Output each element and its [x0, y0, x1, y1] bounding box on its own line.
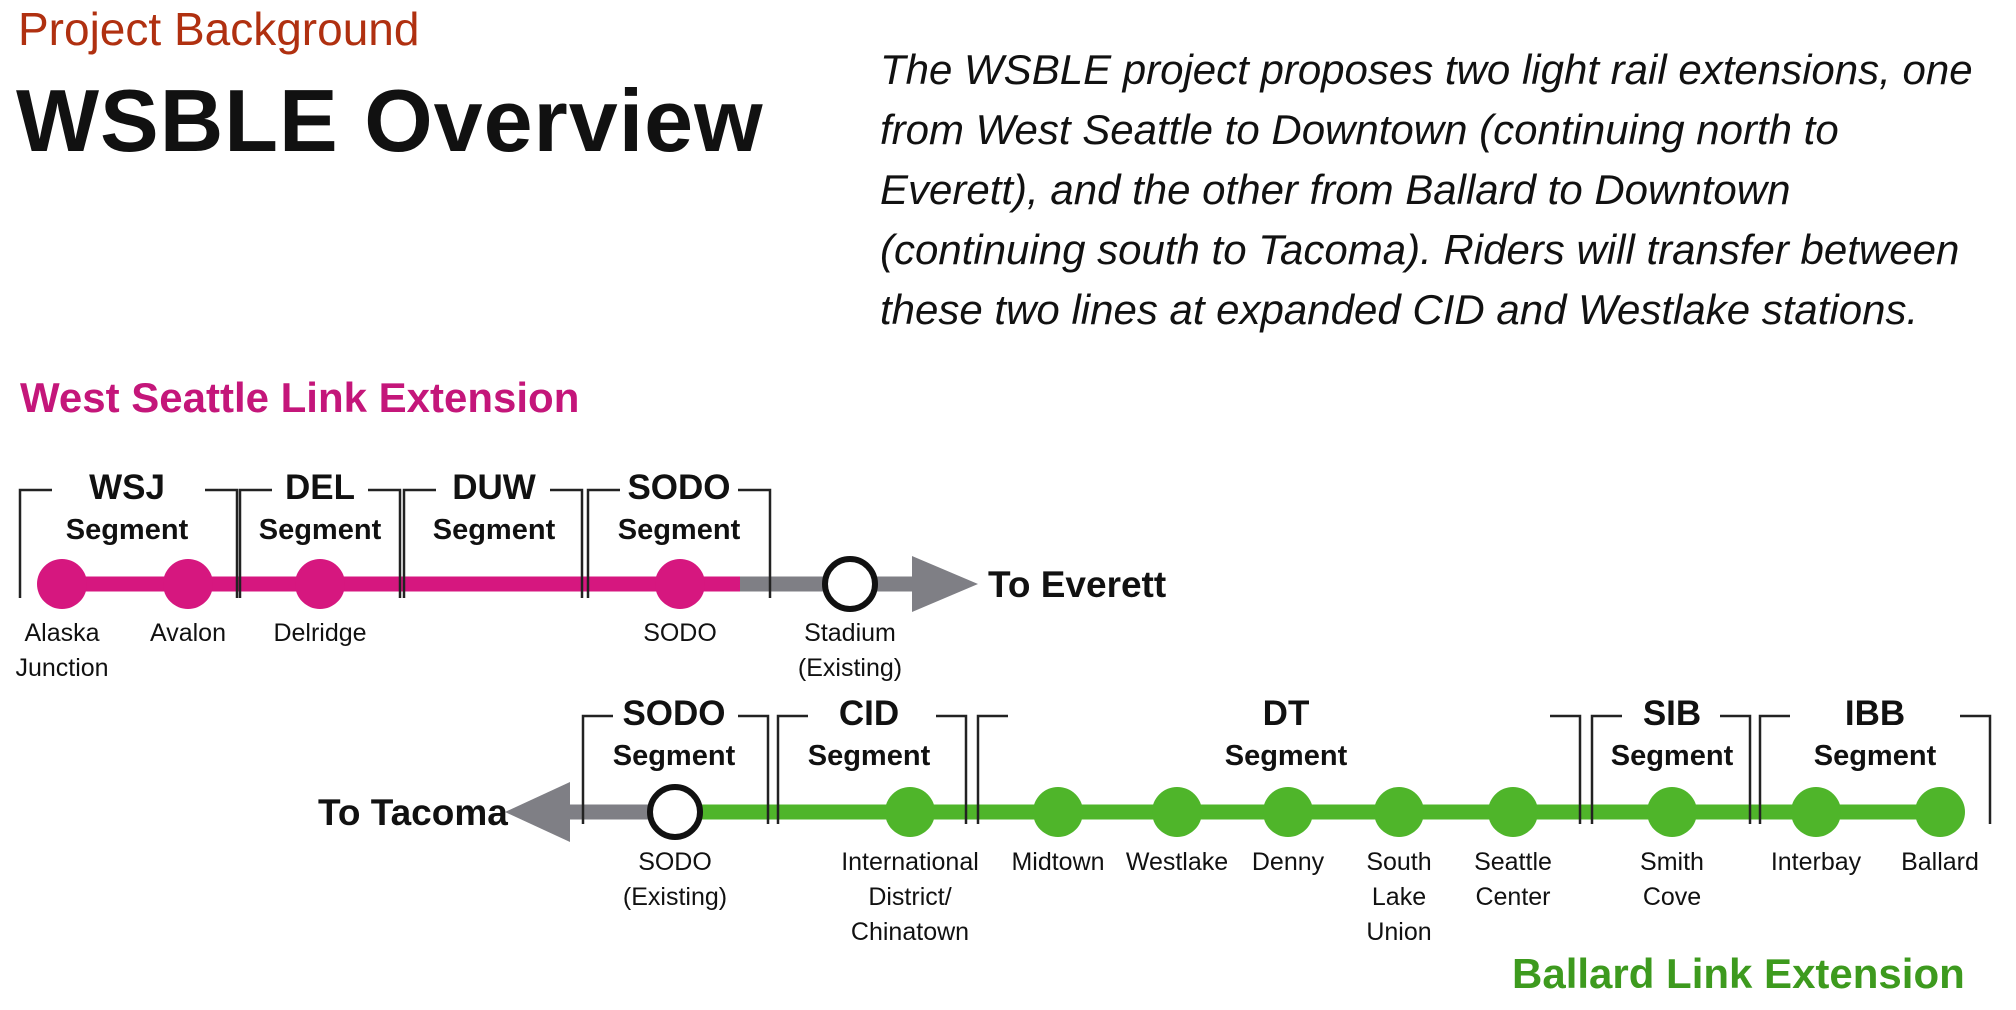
segment-bracket [776, 714, 968, 824]
station-name: SODO [643, 619, 717, 647]
segment-label: Segment [1814, 740, 1937, 772]
station-marker [37, 559, 87, 609]
destination-everett: To Everett [988, 564, 1166, 605]
segment-label: Segment [618, 514, 741, 546]
west-seattle-line-title: West Seattle Link Extension [20, 374, 580, 421]
segment-label: Segment [1225, 740, 1348, 772]
station-name: (Existing) [798, 654, 902, 682]
segment-bracket [586, 488, 772, 598]
station-name: Delridge [273, 619, 366, 647]
segment-bracket [402, 488, 584, 598]
segment-label: Segment [1611, 740, 1734, 772]
station-name: Cove [1643, 883, 1701, 911]
station-marker [1374, 787, 1424, 837]
station-name: Alaska [24, 619, 99, 647]
station-marker-existing [647, 784, 703, 840]
station-name: SODO [638, 848, 712, 876]
segment-code: WSJ [89, 468, 165, 507]
station-marker [295, 559, 345, 609]
station-marker [1263, 787, 1313, 837]
station-marker-existing [822, 556, 878, 612]
section-eyebrow: Project Background [18, 3, 420, 55]
station-name: Stadium [804, 619, 896, 647]
station-marker [1033, 787, 1083, 837]
station-name: Smith [1640, 848, 1704, 876]
segment-code: DUW [452, 468, 536, 507]
arrow-to-everett-icon [912, 556, 978, 612]
arrow-to-tacoma-icon [505, 782, 570, 842]
segment-code: DEL [285, 468, 355, 507]
destination-tacoma: To Tacoma [318, 792, 508, 833]
segment-bracket [976, 714, 1582, 824]
station-name: Center [1475, 883, 1550, 911]
station-marker [1647, 787, 1697, 837]
station-marker [1488, 787, 1538, 837]
segment-bracket [581, 714, 770, 824]
station-name: Denny [1252, 848, 1325, 876]
segment-code: CID [839, 694, 899, 733]
segment-code: SIB [1643, 694, 1701, 733]
station-marker [1152, 787, 1202, 837]
segment-label: Segment [808, 740, 931, 772]
station-name: Midtown [1011, 848, 1104, 876]
station-name: South [1366, 848, 1431, 876]
segment-code: DT [1263, 694, 1310, 733]
page-title: WSBLE Overview [16, 71, 764, 170]
segment-code: SODO [627, 468, 730, 507]
station-name: Interbay [1771, 848, 1862, 876]
segment-code: SODO [622, 694, 725, 733]
station-marker [655, 559, 705, 609]
station-name: District/ [868, 883, 951, 911]
station-name: Union [1366, 918, 1431, 946]
segment-bracket [18, 488, 239, 598]
station-name: Chinatown [851, 918, 969, 946]
segment-label: Segment [259, 514, 382, 546]
segment-label: Segment [66, 514, 189, 546]
station-marker [885, 787, 935, 837]
station-name: Ballard [1901, 848, 1979, 876]
station-name: Lake [1372, 883, 1426, 911]
station-name: Junction [15, 654, 108, 682]
segment-bracket [1590, 714, 1752, 824]
station-name: Westlake [1126, 848, 1228, 876]
station-name: International [841, 848, 979, 876]
segment-bracket [1758, 714, 1992, 824]
station-marker [163, 559, 213, 609]
station-marker [1791, 787, 1841, 837]
segment-code: IBB [1845, 694, 1905, 733]
segment-label: Segment [613, 740, 736, 772]
station-name: (Existing) [623, 883, 727, 911]
segment-bracket [238, 488, 402, 598]
station-name: Seattle [1474, 848, 1552, 876]
ballard-line-title: Ballard Link Extension [1512, 950, 1965, 997]
station-name: Avalon [150, 619, 226, 647]
station-marker [1915, 787, 1965, 837]
project-description: The WSBLE project proposes two light rai… [880, 46, 1973, 333]
segment-label: Segment [433, 514, 556, 546]
